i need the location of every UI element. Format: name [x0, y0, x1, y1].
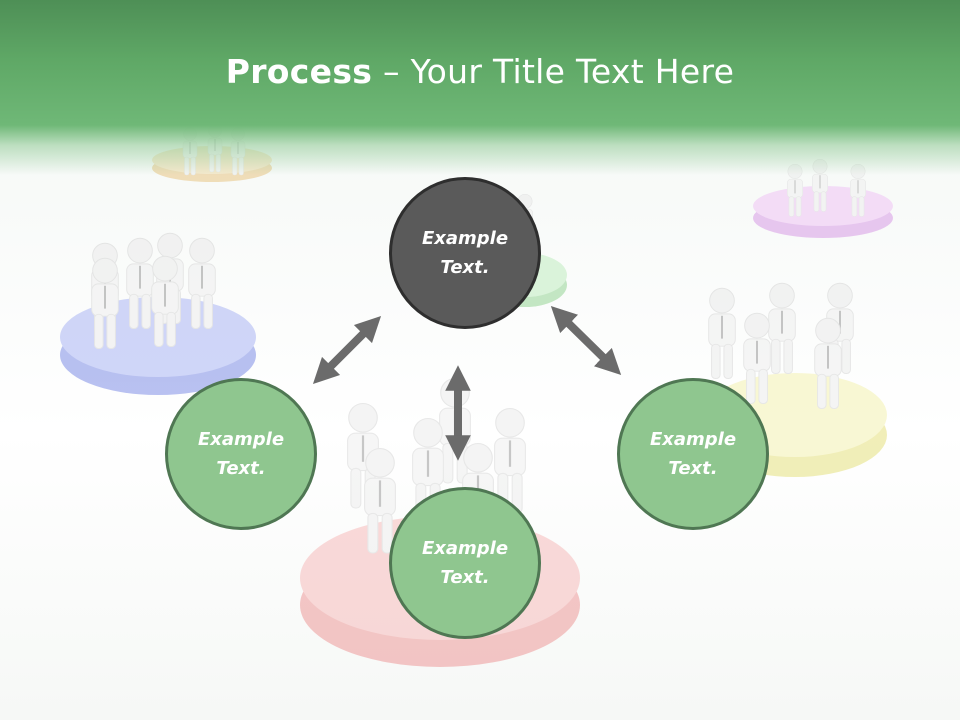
node-right-line2: Text.	[668, 458, 718, 479]
arrow-top-left	[312, 315, 382, 385]
node-left-line2: Text.	[216, 458, 266, 479]
blue-disc-group	[60, 232, 256, 395]
node-right-line1: Example	[649, 429, 737, 450]
node-top: Example Text.	[389, 177, 541, 329]
node-bottom-line2: Text.	[440, 567, 490, 588]
node-bottom-line1: Example	[421, 538, 509, 559]
node-left-line1: Example	[197, 429, 285, 450]
node-top-line1: Example	[421, 228, 509, 249]
slide-title: Process – Your Title Text Here	[0, 52, 960, 91]
node-bottom: Example Text.	[389, 487, 541, 639]
magenta-disc-group	[753, 158, 893, 238]
node-right: Example Text.	[617, 378, 769, 530]
arrow-top-right	[550, 306, 622, 375]
node-top-line2: Text.	[440, 257, 490, 278]
title-bold-part: Process	[225, 52, 373, 91]
node-left: Example Text.	[165, 378, 317, 530]
title-banner	[0, 0, 960, 175]
title-rest-part: – Your Title Text Here	[372, 52, 735, 91]
